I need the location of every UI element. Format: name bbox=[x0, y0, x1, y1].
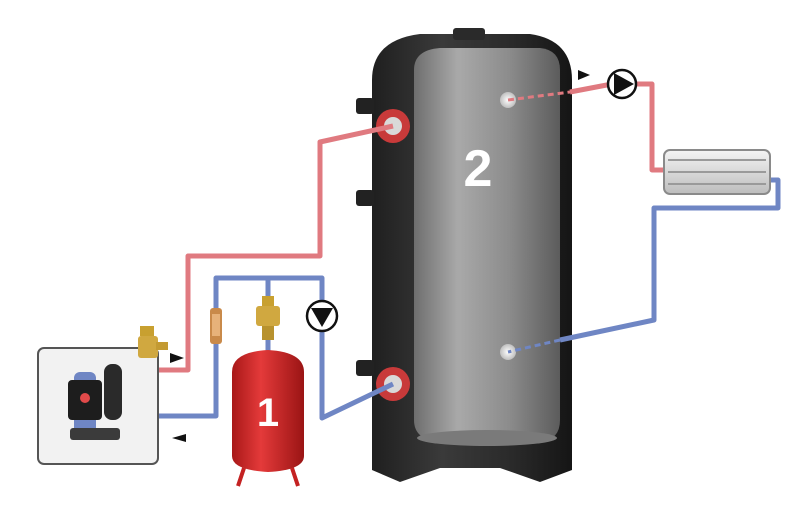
expansion-vessel: 1 bbox=[232, 350, 304, 487]
radiator-icon bbox=[663, 149, 771, 195]
hot-pipe-supply bbox=[158, 123, 394, 373]
hot-pipe-dashed-outlet bbox=[507, 90, 571, 102]
flow-arrow-icon bbox=[172, 434, 186, 442]
safety-valve-icon bbox=[138, 326, 168, 358]
strainer-filter-icon bbox=[210, 308, 222, 344]
flow-arrow-icon bbox=[578, 70, 590, 80]
expansion-vessel-number-label: 1 bbox=[257, 391, 279, 435]
buffer-tank-number-label: 2 bbox=[464, 140, 493, 198]
buffer-tank: 2 bbox=[356, 28, 572, 482]
pump-icon bbox=[606, 68, 638, 100]
cold-pipe-dashed-inlet bbox=[507, 338, 561, 354]
cold-pipe-radiator-return bbox=[559, 177, 781, 343]
air-vent-valve-icon bbox=[256, 296, 280, 340]
heat-pump-unit bbox=[37, 347, 159, 465]
pump-icon bbox=[305, 299, 339, 333]
flow-arrow-icon bbox=[170, 353, 184, 363]
hot-pipe-radiator bbox=[569, 81, 664, 173]
